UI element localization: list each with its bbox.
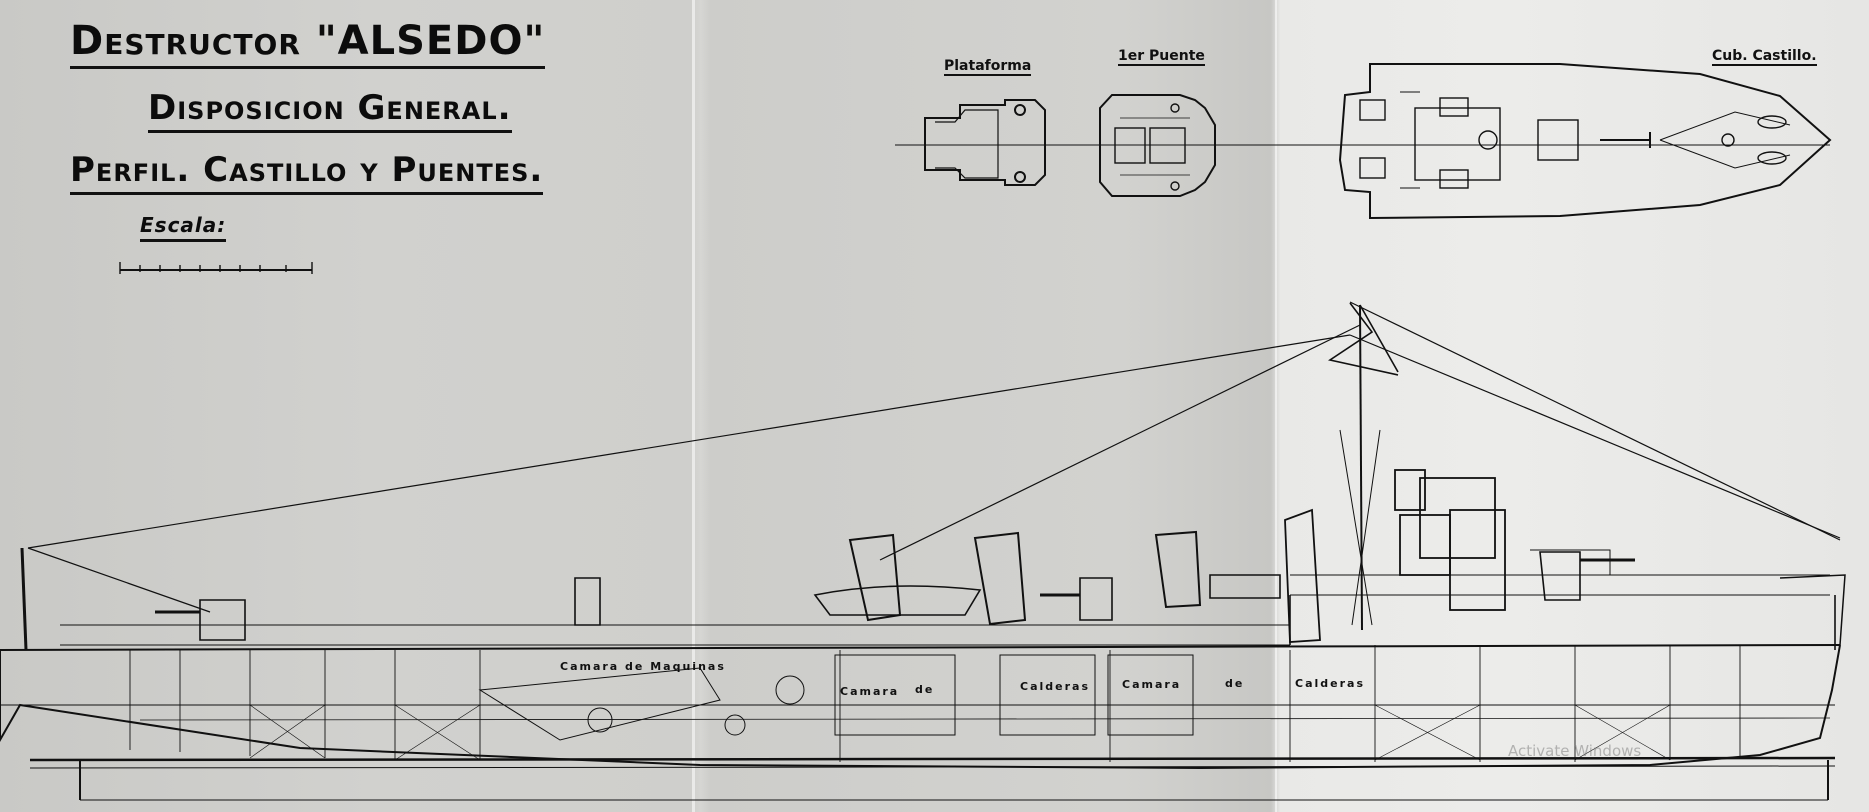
label-castillo: Cub. Castillo. <box>1712 48 1817 66</box>
guns <box>155 551 1635 641</box>
machinery <box>478 654 1194 741</box>
bridge-structure <box>1284 469 1611 643</box>
zone-calderas-2: Calderas <box>1295 677 1365 690</box>
rigging <box>20 301 1841 651</box>
label-plataforma: Plataforma <box>944 58 1032 76</box>
zone-calderas-1: Calderas <box>1020 680 1090 693</box>
zone-camara-1: Camara <box>840 685 899 698</box>
plataforma-view <box>924 99 1046 186</box>
castillo-view <box>1338 63 1832 220</box>
scale-bar <box>119 262 313 274</box>
zone-camara-2: Camara <box>1122 678 1181 691</box>
paper-fold <box>692 0 695 812</box>
scale-label: Escala: <box>140 213 227 242</box>
hull-profile <box>0 574 1846 801</box>
title-destructor: Destructor "ALSEDO" <box>70 18 546 69</box>
label-puente: 1er Puente <box>1118 48 1205 66</box>
boats <box>813 574 1281 616</box>
zone-camara-maquinas: Camara de Maquinas <box>560 660 726 673</box>
funnels <box>848 530 1202 626</box>
bulkheads <box>129 645 1741 762</box>
paper-fold <box>1275 0 1277 812</box>
deck-railing <box>60 574 1836 650</box>
title-disposicion: Disposicion General. <box>148 88 512 133</box>
zone-de-1: de <box>915 683 934 696</box>
title-perfil: Perfil. Castillo y Puentes. <box>70 150 544 195</box>
puente-view <box>1099 94 1216 197</box>
os-watermark: Activate Windows <box>1508 742 1642 760</box>
zone-de-2: de <box>1225 677 1244 690</box>
